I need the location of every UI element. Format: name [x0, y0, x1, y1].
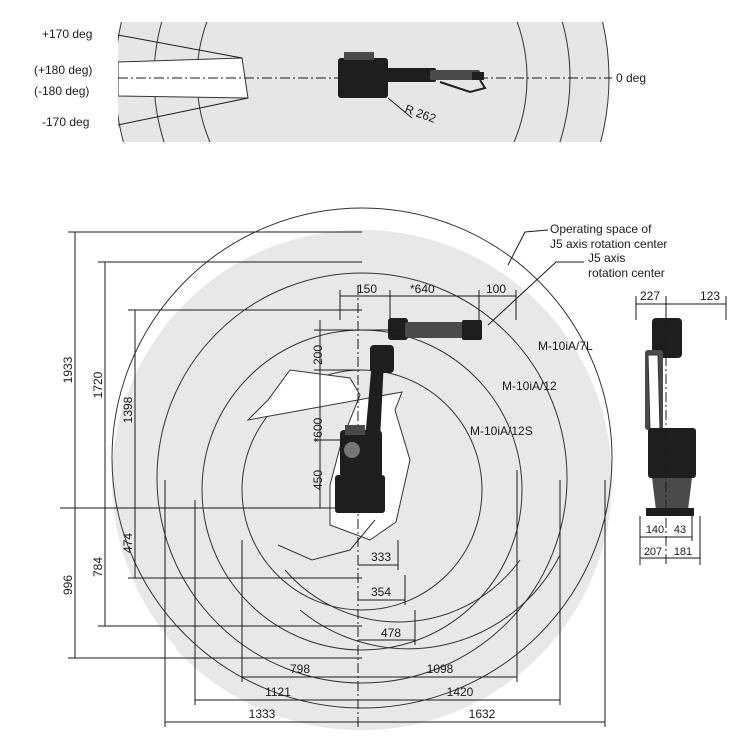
bdim-1121: 1121 [265, 685, 291, 699]
bdim-1420: 1420 [447, 685, 474, 699]
angle-pos170-label: +170 deg [42, 27, 92, 41]
robot-side-view [335, 318, 482, 513]
top-view: +170 deg (+180 deg) (-180 deg) -170 deg … [34, 22, 646, 142]
model-label-7l: M-10iA/7L [538, 339, 593, 353]
angle-neg170-label: -170 deg [42, 115, 89, 129]
callout-operating-space-line2: J5 axis rotation center [550, 237, 667, 251]
radius-leader [387, 97, 413, 119]
vdim-1720: 1720 [91, 371, 105, 398]
front-base-dim-181: 181 [674, 546, 692, 558]
vdim-1933: 1933 [61, 356, 75, 383]
front-dim-123: 123 [700, 289, 720, 303]
bdim-1333: 1333 [249, 707, 276, 721]
front-view: 227 123 140 43 207 181 [635, 289, 727, 565]
envelope-12-arc [156, 272, 568, 684]
model-label-12: M-10iA/12 [502, 379, 557, 393]
front-base-dim-140: 140 [646, 524, 664, 536]
vdim-784: 784 [91, 557, 105, 577]
callout-j5-line2: rotation center [588, 266, 665, 280]
callout-leader-operating-space [507, 229, 549, 266]
hdim-354: 354 [371, 585, 391, 599]
top-dim-640: *640 [410, 282, 435, 296]
angle-zero-label: 0 deg [616, 71, 646, 85]
hdim-478: 478 [381, 626, 401, 640]
robot-top-view [338, 52, 487, 98]
vdim-996: 996 [61, 575, 75, 595]
envelope-7l-arc [111, 207, 613, 709]
inner-dim-200: 200 [311, 345, 325, 365]
angle-neg180-label: (-180 deg) [34, 84, 89, 98]
front-base-dim-207: 207 [644, 546, 662, 558]
top-dim-100: 100 [486, 282, 506, 296]
bdim-798: 798 [290, 662, 310, 676]
vdim-1398: 1398 [121, 396, 135, 423]
callout-j5-line1: J5 axis [588, 251, 625, 265]
robot-front-view [645, 318, 696, 516]
side-view: 150 *640 100 200 *600 450 1933 1720 1398… [60, 207, 667, 730]
inner-dim-450: 450 [311, 470, 325, 490]
front-dim-227: 227 [640, 289, 660, 303]
angle-pos180-label: (+180 deg) [34, 63, 92, 77]
callout-operating-space-line1: Operating space of [550, 222, 652, 236]
bdim-1098: 1098 [427, 662, 454, 676]
bdim-1632: 1632 [469, 707, 496, 721]
top-dim-150: 150 [357, 282, 377, 296]
inner-dim-600: *600 [311, 417, 325, 442]
callout-leader-j5 [487, 261, 584, 326]
vdim-474: 474 [121, 533, 135, 553]
model-label-12s: M-10iA/12S [470, 424, 533, 438]
front-base-dim-43: 43 [674, 524, 686, 536]
hdim-333: 333 [371, 550, 391, 564]
